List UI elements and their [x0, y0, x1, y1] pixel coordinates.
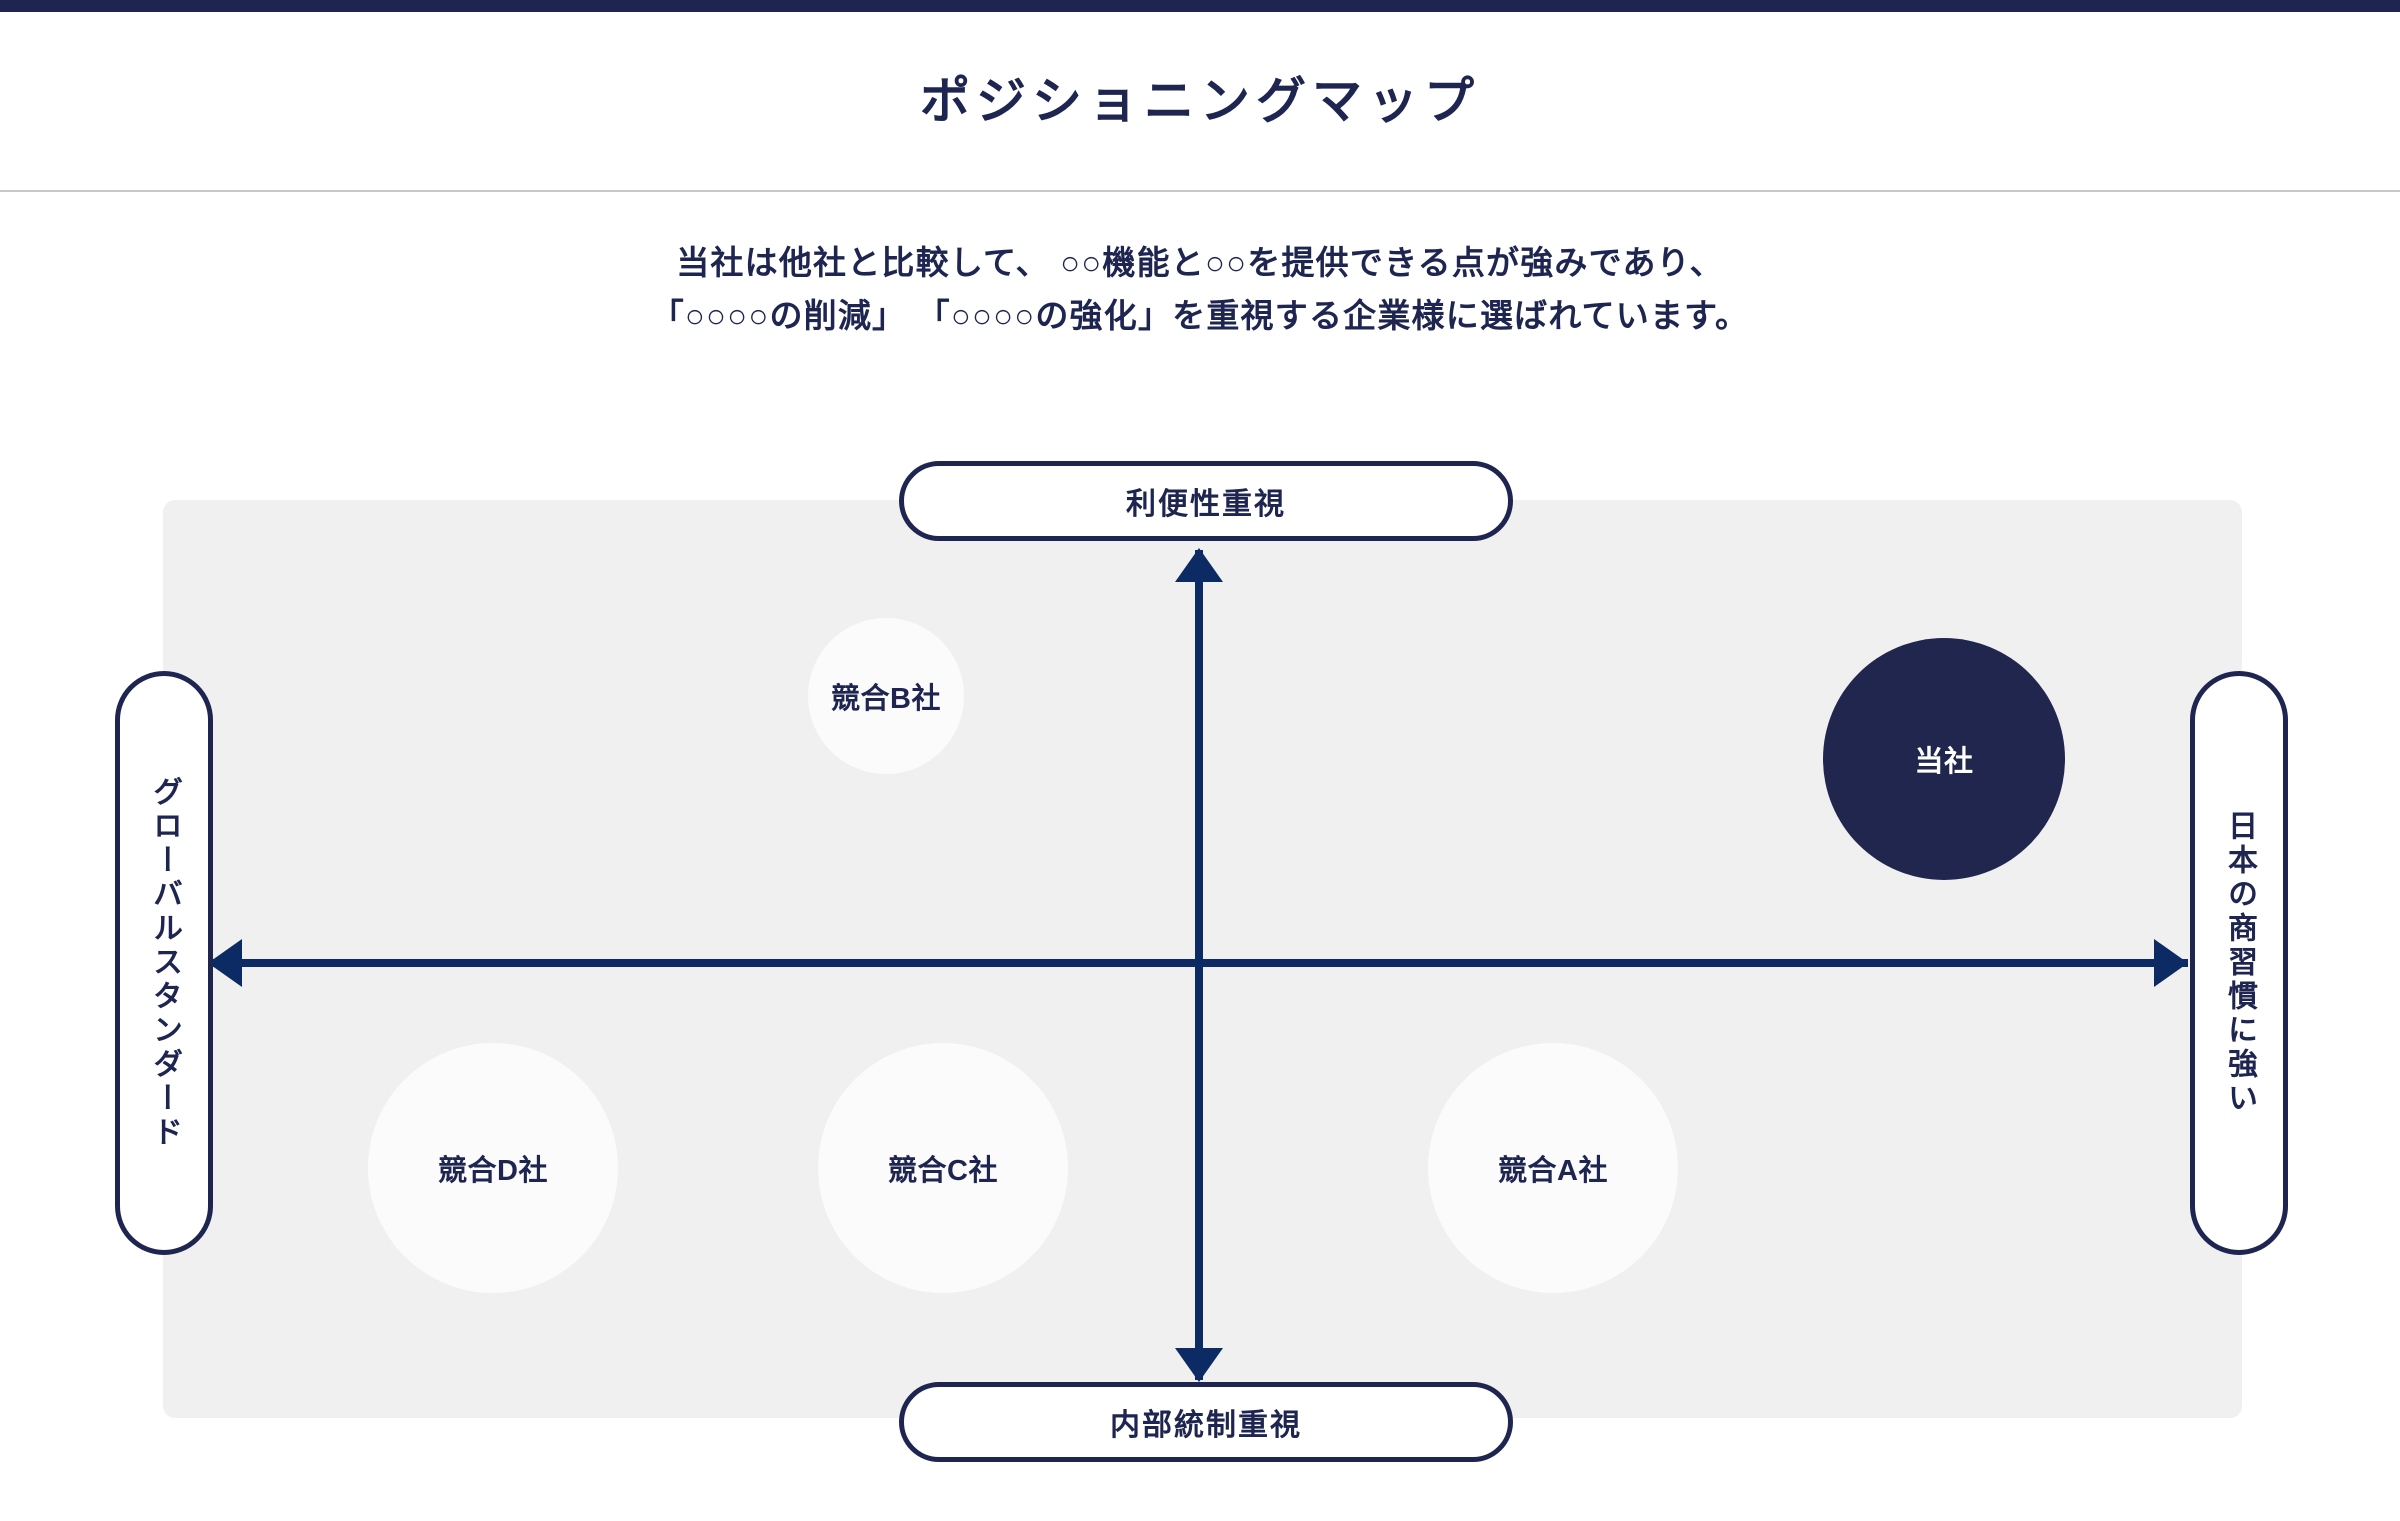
axis-label-top-text: 利便性重視: [1126, 488, 1286, 521]
vertical-axis-line: [1195, 550, 1203, 1380]
bubble-competitor-b[interactable]: 競合B社: [808, 618, 964, 774]
axis-arrow-left-icon: [208, 939, 242, 987]
axis-label-left-text: グローバルスタンダード: [148, 776, 181, 1150]
bubble-competitor-a[interactable]: 競合A社: [1428, 1043, 1678, 1293]
bubble-competitor-b-label: 競合B社: [831, 683, 941, 715]
bubble-competitor-d[interactable]: 競合D社: [368, 1043, 618, 1293]
axis-arrow-right-icon: [2154, 939, 2188, 987]
page-header: ポジショニングマップ: [0, 12, 2400, 190]
axis-arrow-down-icon: [1175, 1348, 1223, 1382]
axis-label-bottom: 内部統制重視: [899, 1382, 1513, 1462]
axis-label-left: グローバルスタンダード: [115, 671, 213, 1255]
top-accent-bar: [0, 0, 2400, 12]
bubble-competitor-c-label: 競合C社: [888, 1155, 998, 1187]
axis-label-bottom-text: 内部統制重視: [1110, 1409, 1302, 1442]
axis-arrow-up-icon: [1175, 548, 1223, 582]
bubble-competitor-d-label: 競合D社: [438, 1155, 548, 1187]
bubble-competitor-a-label: 競合A社: [1498, 1155, 1608, 1187]
page-title: ポジショニングマップ: [920, 73, 1480, 129]
bubble-competitor-c[interactable]: 競合C社: [818, 1043, 1068, 1293]
bubble-our-company-label: 当社: [1914, 746, 1974, 778]
axis-label-right-text: 日本の商習慣に強い: [2223, 810, 2256, 1116]
header-divider: [0, 190, 2400, 192]
axis-label-top: 利便性重視: [899, 461, 1513, 541]
lead-paragraph: 当社は他社と比較して、 ○○機能と○○を提供できる点が強みであり、 「○○○○の…: [0, 236, 2400, 343]
lead-line-1: 当社は他社と比較して、 ○○機能と○○を提供できる点が強みであり、: [676, 244, 1724, 281]
lead-line-2: 「○○○○の削減」 「○○○○の強化」を重視する企業様に選ばれています。: [650, 297, 1750, 335]
axis-label-right: 日本の商習慣に強い: [2190, 671, 2288, 1255]
bubble-our-company[interactable]: 当社: [1823, 638, 2065, 880]
